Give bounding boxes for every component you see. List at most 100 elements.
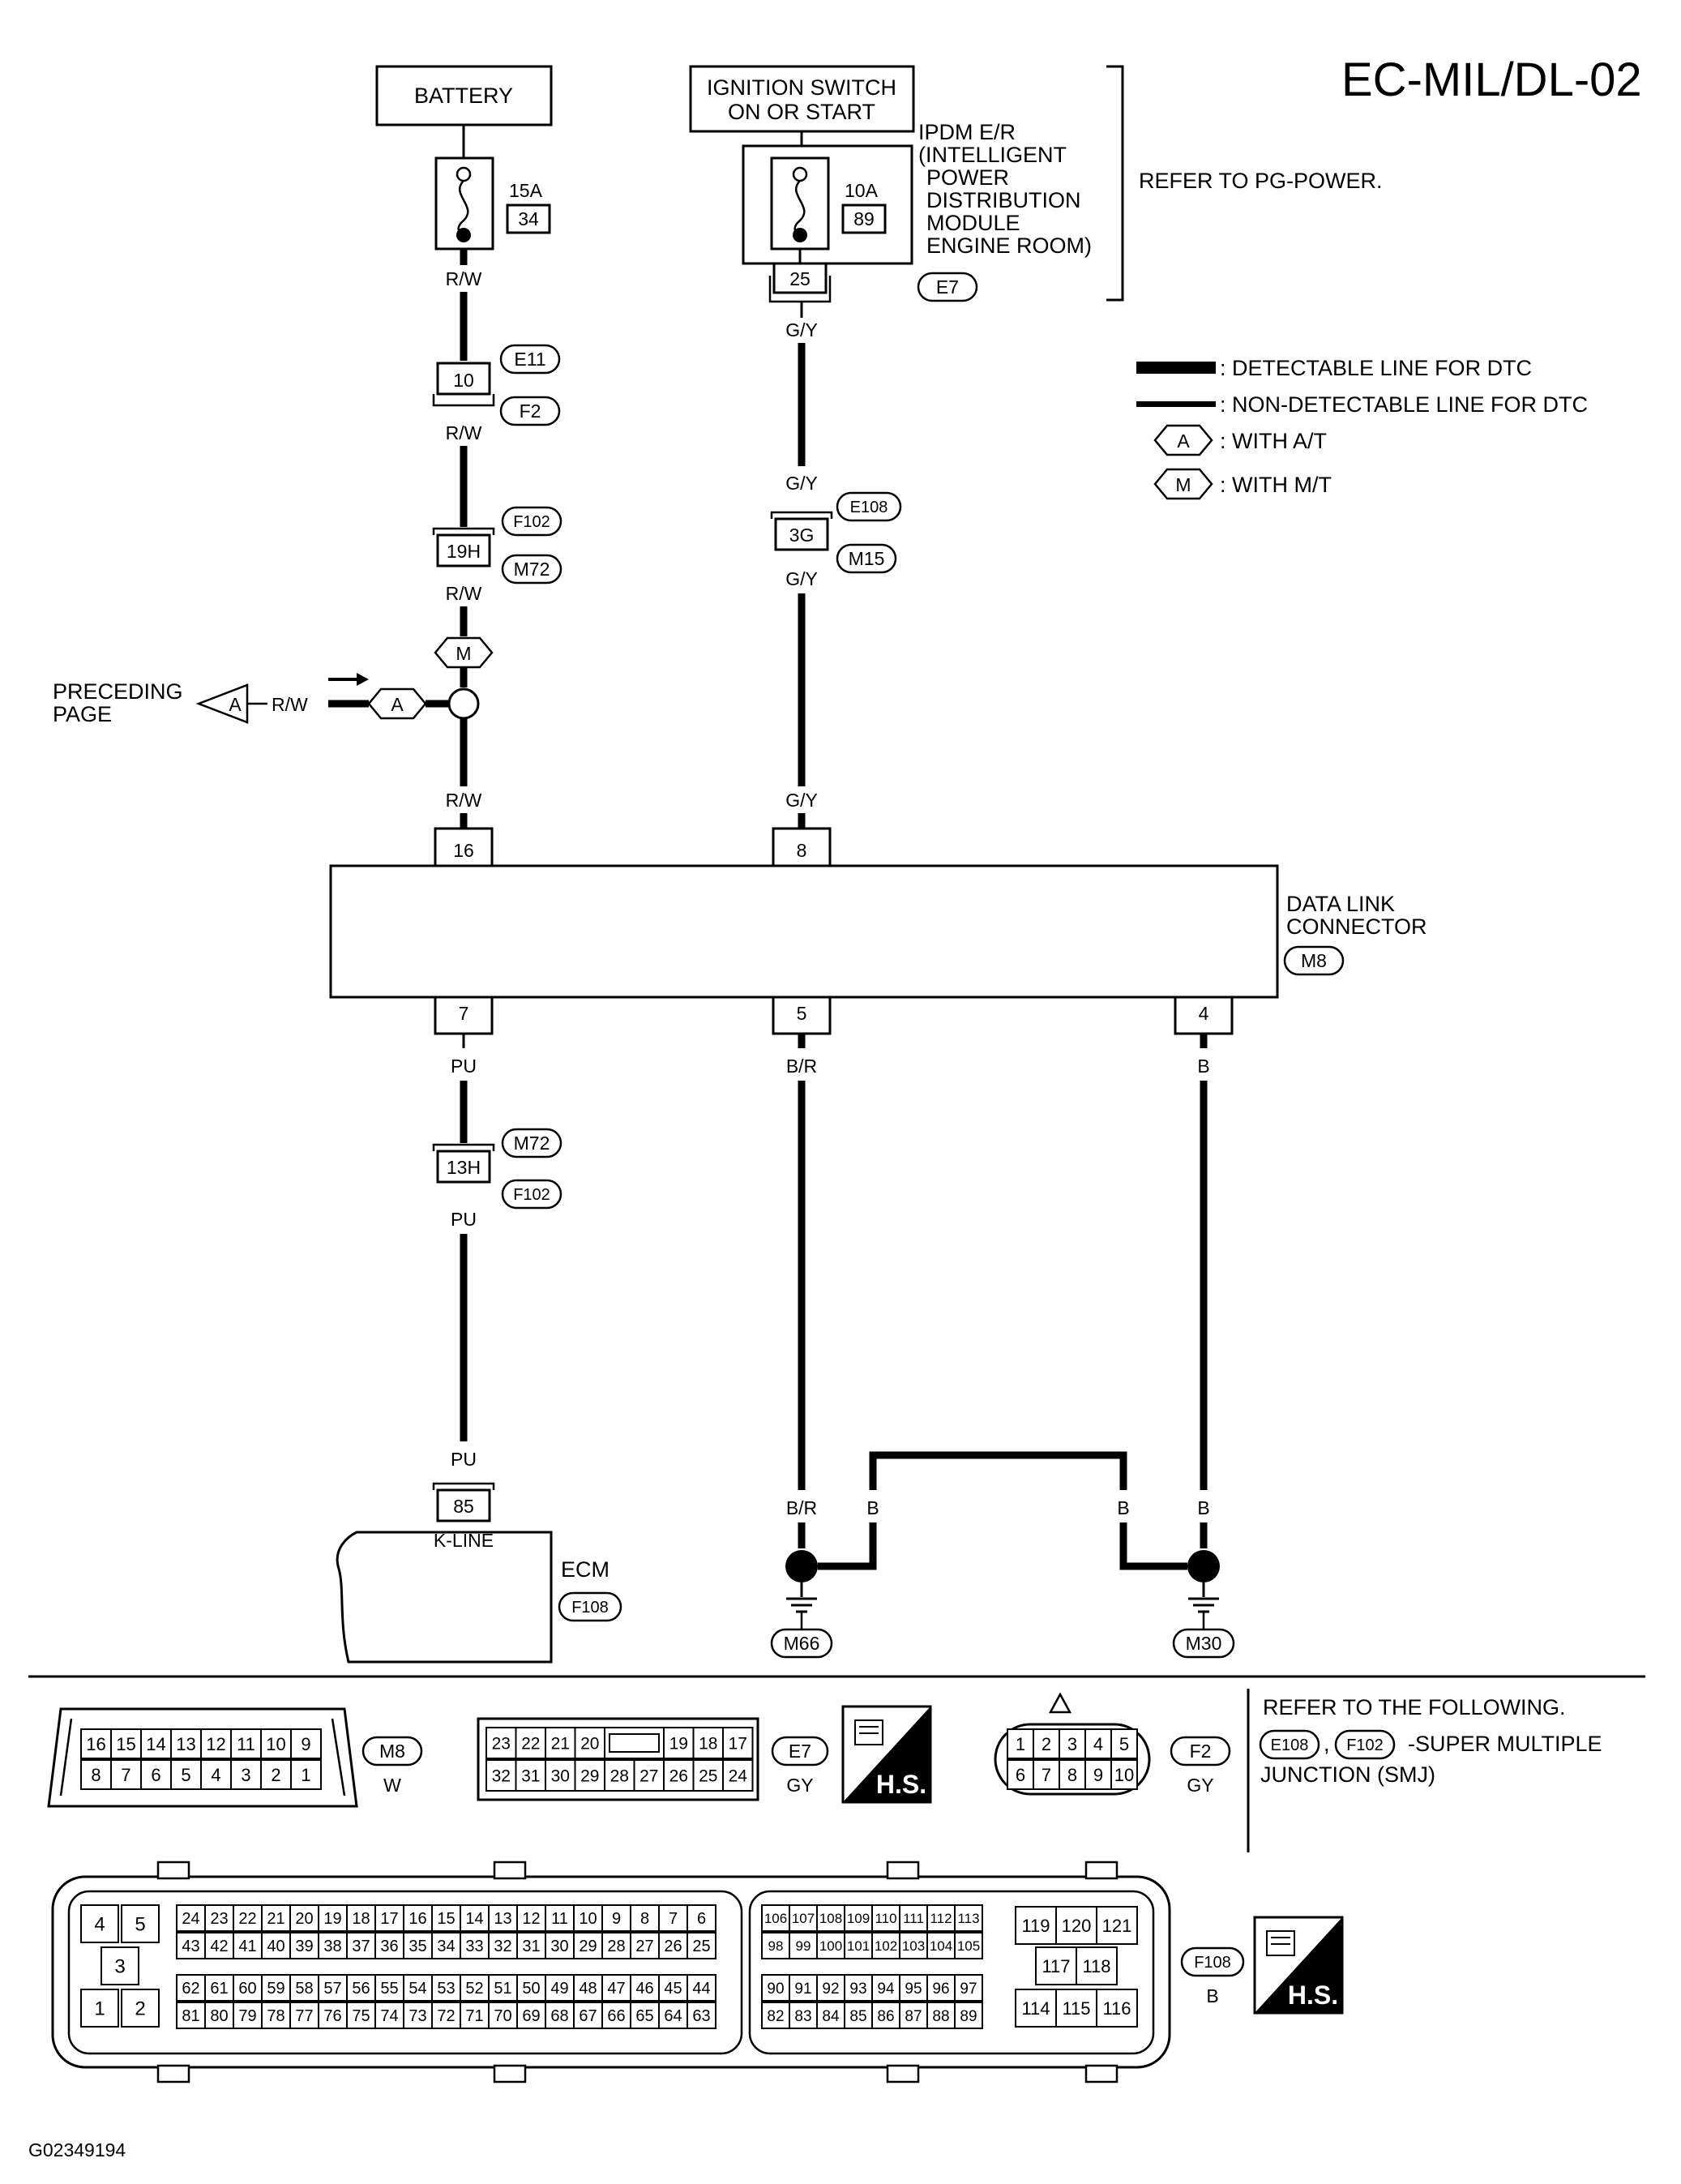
wire-b-jumper-2: B [1117, 1497, 1129, 1518]
svg-text:(INTELLIGENT: (INTELLIGENT [918, 143, 1067, 167]
e7-cell [633, 1759, 665, 1792]
f108-pin-label: 26 [664, 1938, 682, 1955]
m8-pin-label: 12 [206, 1734, 225, 1754]
ipdm-terminal-num: 25 [789, 268, 811, 289]
c3-top: M72 [514, 1133, 550, 1154]
f108-cell [233, 1904, 263, 1932]
f108-pin-label: 103 [902, 1938, 925, 1954]
svg-text:IPDM E/R: IPDM E/R [918, 120, 1016, 144]
f108-pin-label: 50 [522, 1980, 540, 1998]
f108-pin-label: 105 [957, 1938, 980, 1954]
f108-cell [761, 2002, 790, 2029]
f108-cell [289, 1904, 319, 1932]
f108-pin-label: 30 [550, 1938, 568, 1955]
f2-pin-label: 8 [1067, 1765, 1077, 1785]
connector-m72-f102 [436, 1150, 491, 1184]
wire-pu-1: PU [451, 1056, 477, 1077]
e7-cell [485, 1727, 517, 1759]
f108-pin-label: 19 [323, 1910, 341, 1928]
f108-cell [573, 1904, 603, 1932]
ecm-box [336, 1531, 553, 1664]
e7-pin-label: 20 [580, 1735, 599, 1754]
e7-cell [604, 1759, 635, 1792]
f108-cell [460, 1974, 490, 2002]
f2-name: F2 [1190, 1741, 1212, 1762]
f108-pin-label: 57 [323, 1980, 341, 1998]
f108-pin-label: 78 [267, 2007, 284, 2025]
e7-color: GY [786, 1775, 813, 1796]
f108-pin-label: 110 [875, 1911, 896, 1926]
e7-pin-label: 21 [551, 1735, 570, 1754]
m8-pin-label: 16 [86, 1734, 105, 1754]
f2-cell [1084, 1759, 1112, 1790]
f108-cell [601, 2002, 631, 2029]
refer-c1: E108 [1271, 1736, 1309, 1754]
wire-pu-3: PU [451, 1449, 477, 1470]
f108-cell [1055, 1989, 1097, 2028]
f108-cell [844, 1904, 873, 1932]
ground2-label: M30 [1186, 1633, 1222, 1654]
f108-cell [954, 1932, 983, 1959]
legend-mt-label: : WITH M/T [1220, 473, 1332, 497]
connector-e108-m15 [774, 517, 829, 551]
legend-at-label: : WITH A/T [1220, 429, 1327, 453]
connector-e11-f2 [436, 362, 491, 396]
m8-pin-label: 1 [301, 1765, 310, 1785]
fuse2-num: 89 [853, 208, 875, 229]
f108-pin-label: 109 [847, 1911, 870, 1926]
ignition-line2: ON OR START [728, 100, 875, 124]
f108-pin-label: 107 [792, 1911, 815, 1926]
f108-cell [488, 2002, 518, 2029]
f108-pin-label: 32 [494, 1938, 511, 1955]
f2-pin-label: 6 [1016, 1765, 1025, 1785]
f108-pin-label: 113 [957, 1911, 979, 1926]
f108-pin-label: 70 [494, 2007, 511, 2025]
figure-id: G02349194 [28, 2139, 126, 2160]
f2-pin-label: 5 [1119, 1734, 1129, 1754]
m8-pin-label: 14 [146, 1734, 165, 1754]
f108-pin-label: 21 [267, 1910, 284, 1928]
data-link-connector [329, 864, 1279, 999]
dlc-pin5: 5 [797, 1003, 807, 1024]
wire-b-jumper-1: B [866, 1497, 879, 1518]
f108-pin-label: 33 [465, 1938, 483, 1955]
f108-pin-label: 55 [380, 1980, 398, 1998]
f108-pin-label: 112 [930, 1911, 952, 1926]
f108-pin-label: 59 [267, 1980, 284, 1998]
f108-pin-label: 64 [664, 2007, 682, 2025]
f108-cell [318, 1904, 348, 1932]
c1-top: E11 [514, 349, 545, 370]
f108-pin-label: 40 [267, 1938, 284, 1955]
f108-pin-label: 90 [767, 1981, 784, 1998]
m8-pin-label: 4 [211, 1765, 220, 1785]
wire-br-1: B/R [786, 1056, 817, 1077]
m8-cell [80, 1728, 112, 1759]
e7-cell [485, 1759, 517, 1792]
f108-pin-label: 82 [767, 2008, 784, 2025]
m8-cell [170, 1728, 202, 1759]
f2-pin-label: 9 [1093, 1765, 1103, 1785]
f108-cell [658, 2002, 688, 2029]
f108-pin-label: 54 [408, 1980, 426, 1998]
f108-pin-label: 72 [437, 2007, 455, 2025]
f108-pin-label: 65 [635, 2007, 653, 2025]
f108-pin-label: 47 [607, 1980, 625, 1998]
ecm-kline: K-LINE [434, 1530, 494, 1551]
ecm-pin: 85 [453, 1496, 474, 1517]
ground1-label: M66 [784, 1633, 820, 1654]
f108-cell [816, 1974, 845, 2002]
ipdm-label: IPDM E/R (INTELLIGENT POWER DISTRIBUTION… [918, 120, 1092, 258]
f108-cell [318, 1932, 348, 1959]
c3-pin: 13H [447, 1157, 481, 1178]
f108-pin-label: 95 [905, 1981, 922, 1998]
f108-pin-label: 96 [932, 1981, 949, 1998]
fuse1-amp: 15A [509, 180, 543, 201]
f108-cell [687, 1974, 716, 2002]
f108-cell [80, 1904, 119, 1943]
f2-pin-label: 7 [1042, 1765, 1051, 1785]
f108-pin-label: 28 [607, 1938, 625, 1955]
svg-text:MODULE: MODULE [926, 211, 1020, 235]
preceding-page-line2: PAGE [53, 702, 112, 726]
m8-pin-label: 10 [266, 1734, 285, 1754]
